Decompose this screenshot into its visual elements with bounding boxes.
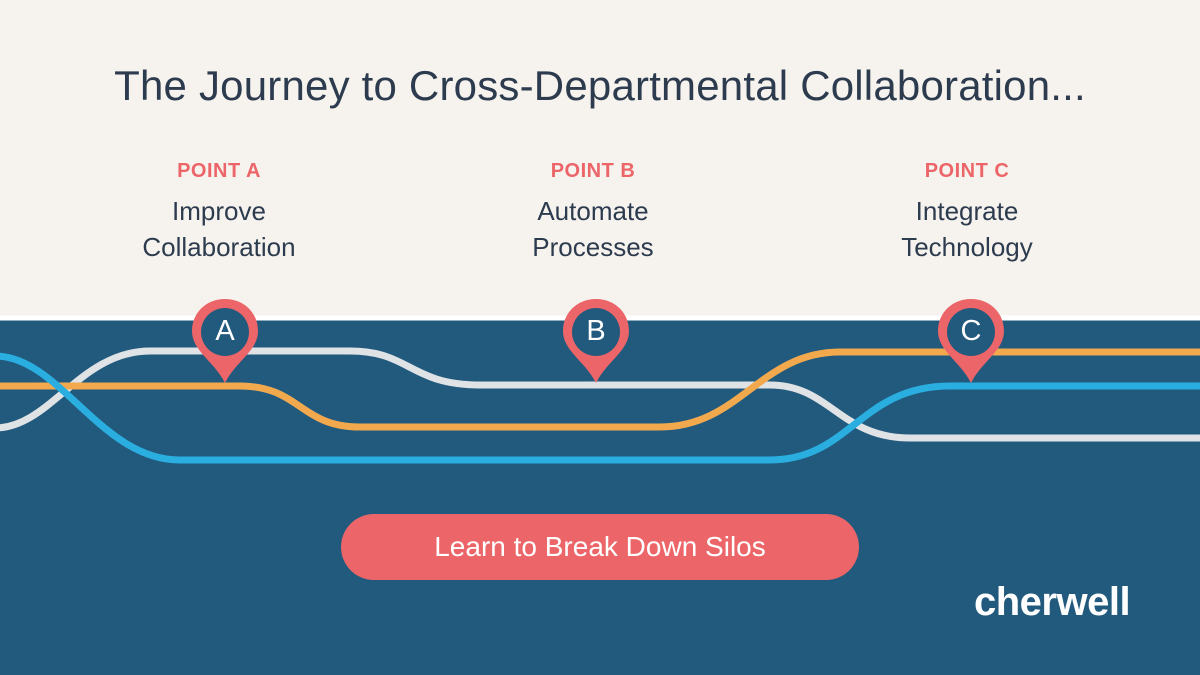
point-a: POINT A Improve Collaboration [69, 160, 369, 265]
point-c: POINT C Integrate Technology [817, 160, 1117, 265]
map-pin-icon [563, 299, 629, 383]
point-a-line1: Improve [172, 196, 266, 226]
pin-a[interactable]: A [190, 297, 260, 387]
point-b-line2: Processes [532, 232, 654, 262]
point-b: POINT B Automate Processes [443, 160, 743, 265]
pin-c[interactable]: C [936, 297, 1006, 387]
map-pin-icon [938, 299, 1004, 383]
pin-a-letter: A [215, 315, 235, 347]
map-pin-icon [192, 299, 258, 383]
pin-b[interactable]: B [561, 297, 631, 387]
point-a-line2: Collaboration [142, 232, 296, 262]
point-a-label: POINT A [177, 160, 261, 182]
pin-b-letter: B [586, 315, 606, 347]
point-c-label: POINT C [924, 160, 1010, 182]
point-b-line1: Automate [537, 196, 649, 226]
point-b-label: POINT B [550, 160, 636, 182]
point-a-description: Improve Collaboration [69, 193, 369, 265]
point-c-line1: Integrate [915, 196, 1019, 226]
orange-path [0, 348, 1200, 431]
point-c-line2: Technology [901, 232, 1033, 262]
point-c-description: Integrate Technology [817, 193, 1117, 265]
learn-more-button[interactable]: Learn to Break Down Silos [341, 514, 859, 580]
journey-band [0, 320, 1200, 675]
pin-c-letter: C [960, 315, 982, 347]
blue-path [0, 352, 1200, 464]
cherwell-logo: cherwell [974, 580, 1131, 624]
point-b-description: Automate Processes [443, 193, 743, 265]
page-title: The Journey to Cross-Departmental Collab… [114, 62, 1086, 109]
